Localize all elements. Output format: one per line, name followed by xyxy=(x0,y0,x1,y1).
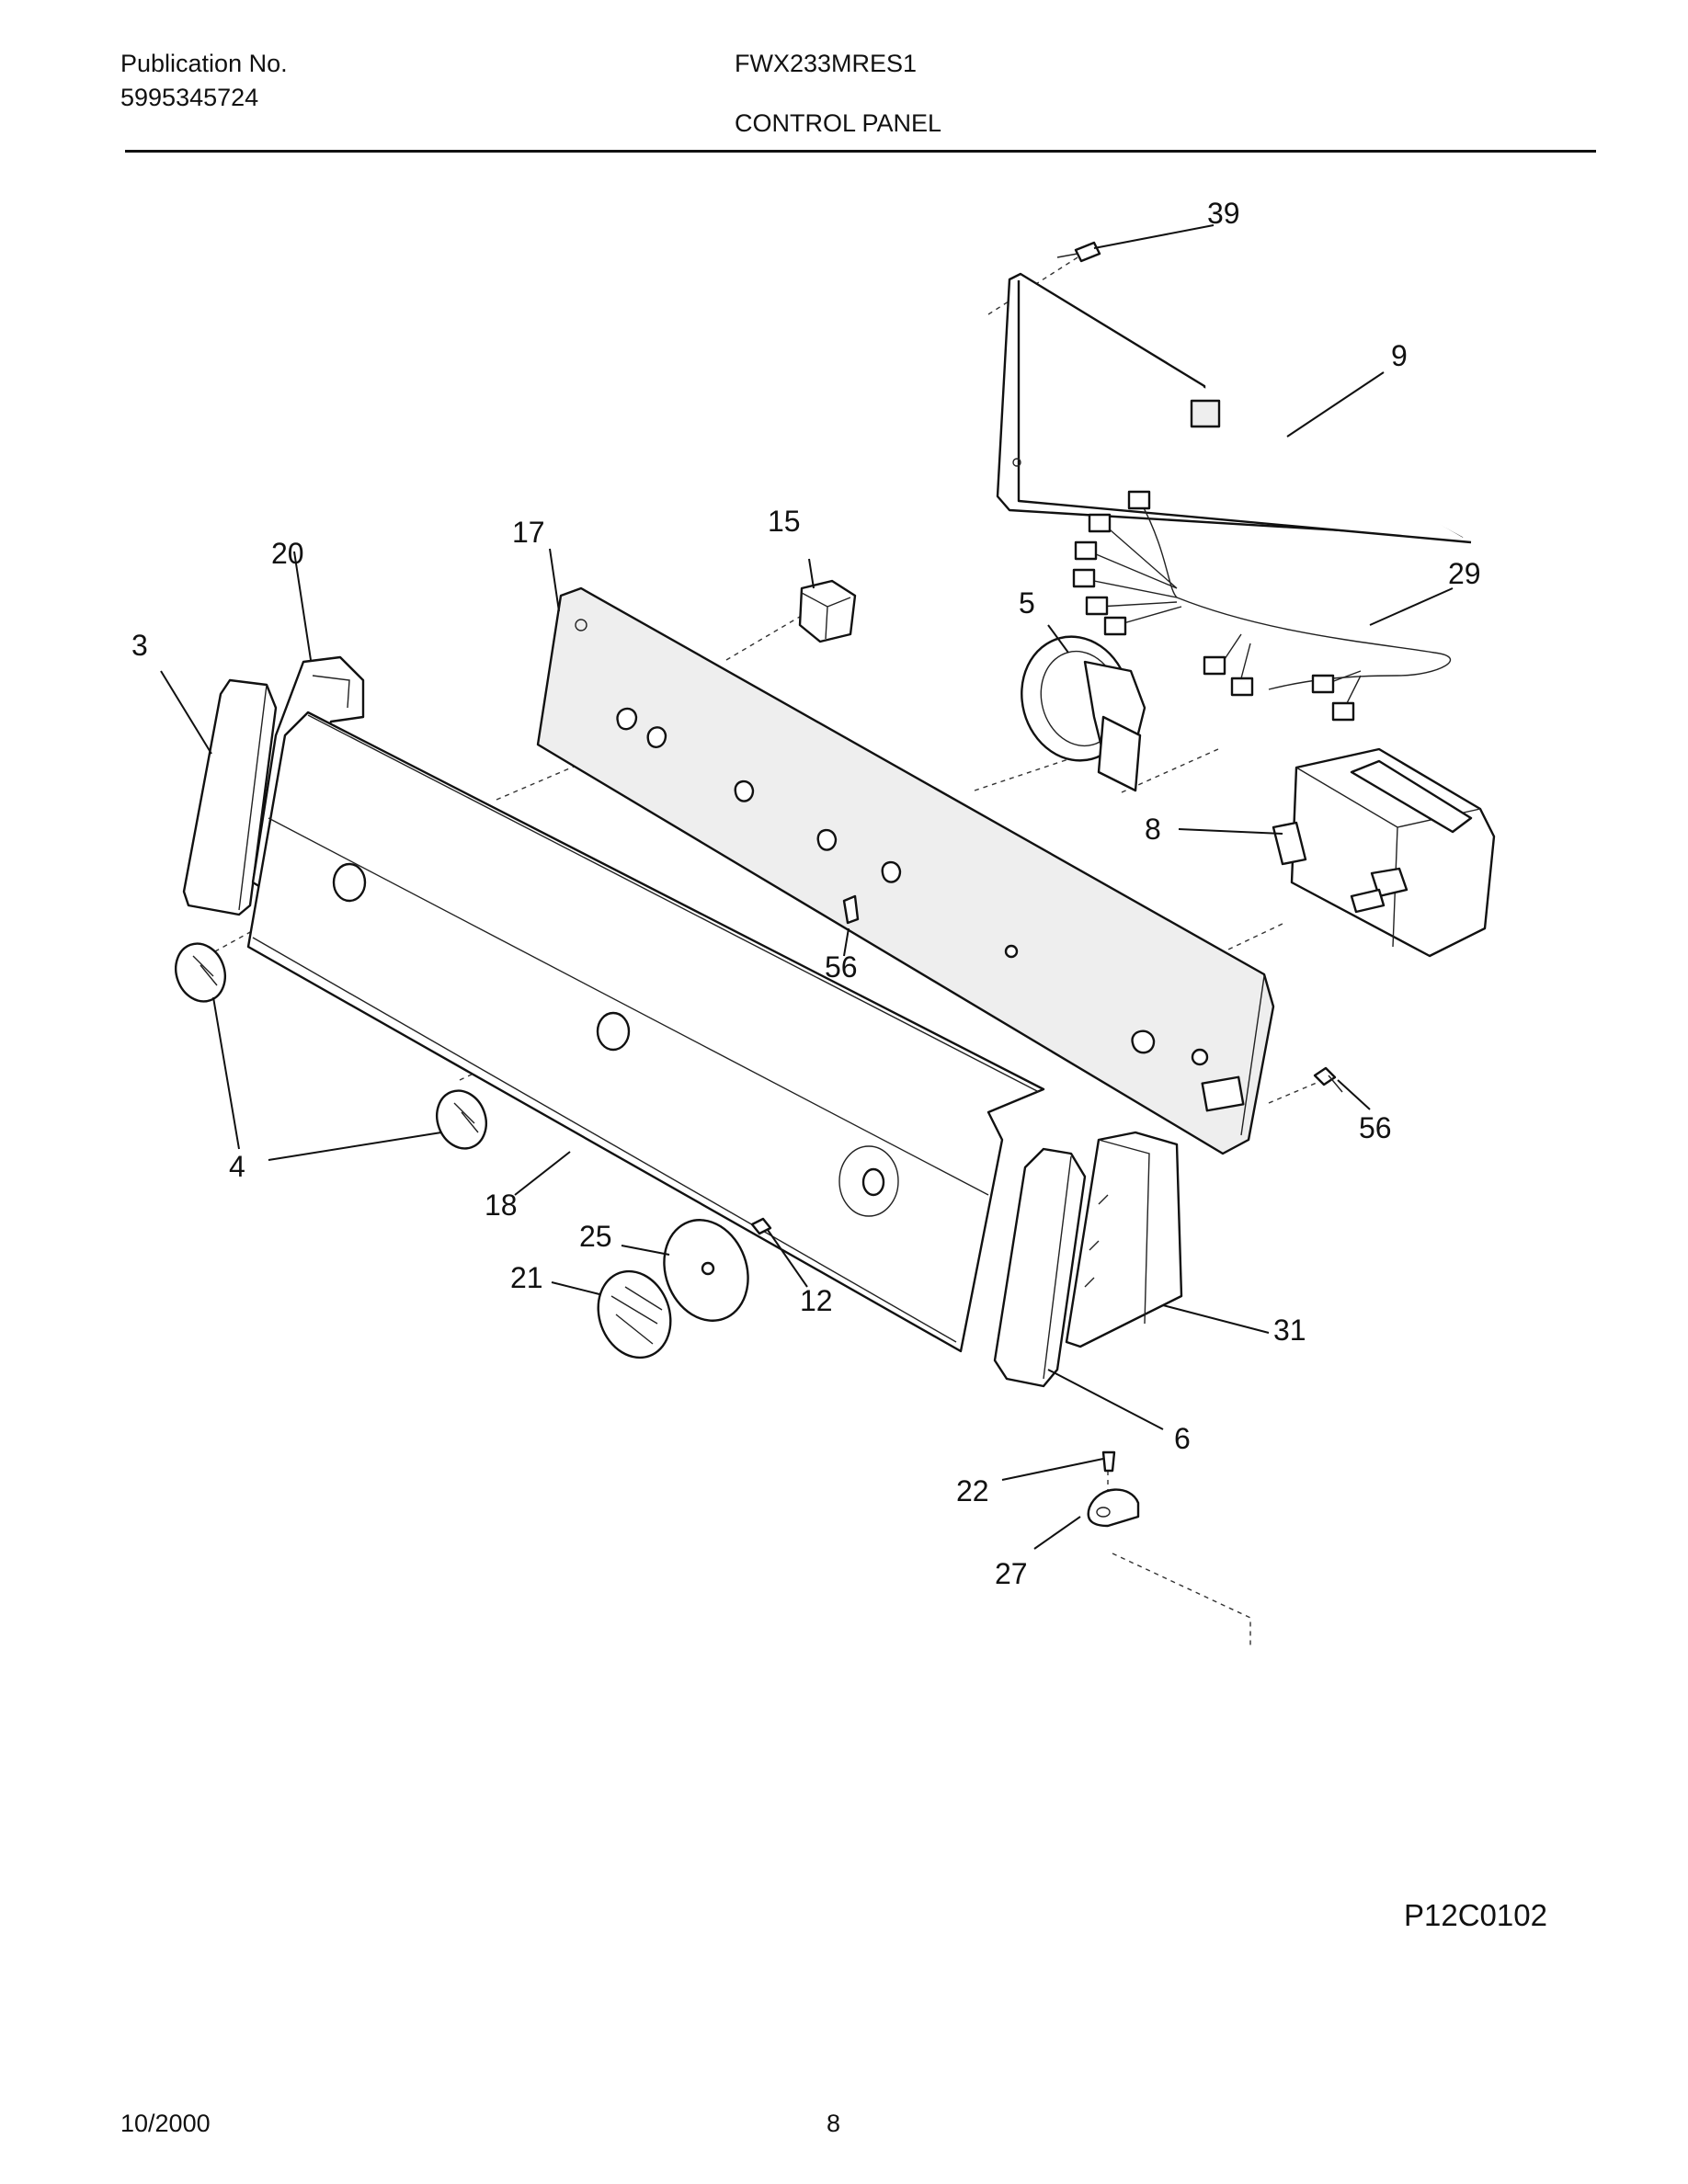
publication-label: Publication No. xyxy=(120,50,288,77)
switch-assembly-part-5 xyxy=(1021,635,1146,792)
section-title: CONTROL PANEL xyxy=(735,109,942,137)
timer-part-8 xyxy=(1272,747,1496,958)
leader-lines xyxy=(160,224,1454,1550)
callout-4: 4 xyxy=(229,1150,245,1183)
callout-18: 18 xyxy=(485,1189,518,1222)
callout-9: 9 xyxy=(1391,339,1408,372)
callout-8: 8 xyxy=(1145,813,1161,846)
callout-31: 31 xyxy=(1273,1314,1306,1347)
screw-part-22 xyxy=(1101,1450,1116,1473)
callout-25: 25 xyxy=(579,1220,612,1253)
callout-27: 27 xyxy=(995,1557,1028,1590)
callout-21: 21 xyxy=(510,1261,543,1294)
timer-knob-part-21 xyxy=(597,1269,672,1359)
callout-17: 17 xyxy=(512,516,545,549)
callout-15: 15 xyxy=(768,505,801,538)
panel-plate-part-17 xyxy=(536,586,1275,1155)
callout-29: 29 xyxy=(1448,557,1481,590)
callout-22: 22 xyxy=(956,1474,989,1507)
footer-date: 10/2000 xyxy=(120,2110,211,2137)
callout-numbers: 39 9 29 15 17 20 3 5 8 56 56 4 18 25 21 … xyxy=(131,197,1481,1590)
callout-6: 6 xyxy=(1174,1422,1191,1455)
callout-12: 12 xyxy=(800,1284,833,1317)
publication-number: 5995345724 xyxy=(120,84,259,111)
knob-part-4-lower xyxy=(436,1089,487,1150)
end-cap-part-6 xyxy=(993,1147,1087,1388)
callout-56-middle: 56 xyxy=(825,950,858,984)
knob-part-4-upper xyxy=(175,942,226,1003)
wire-harness-part-29 xyxy=(1072,490,1452,722)
dial-skirt-part-25 xyxy=(663,1219,749,1322)
screw-part-56-right xyxy=(1313,1066,1343,1093)
end-cap-part-3 xyxy=(182,678,278,916)
callout-3: 3 xyxy=(131,629,148,662)
figure-code: P12C0102 xyxy=(1404,1898,1547,1932)
clip-part-27 xyxy=(1087,1488,1140,1528)
model-number: FWX233MRES1 xyxy=(735,50,918,77)
screw-part-39 xyxy=(1056,241,1101,263)
rear-panel-part-9 xyxy=(996,272,1472,544)
screw-part-56-middle xyxy=(842,894,860,925)
callout-5: 5 xyxy=(1019,586,1035,620)
page-number: 8 xyxy=(827,2110,841,2137)
console-front-part-18 xyxy=(246,711,1045,1353)
pin-part-12 xyxy=(750,1217,772,1235)
callout-20: 20 xyxy=(271,537,304,570)
callout-56-right: 56 xyxy=(1359,1111,1392,1144)
connector-part-15 xyxy=(798,579,857,643)
bracket-part-31 xyxy=(1065,1131,1183,1348)
header-rule xyxy=(125,150,1596,153)
callout-39: 39 xyxy=(1207,197,1240,230)
